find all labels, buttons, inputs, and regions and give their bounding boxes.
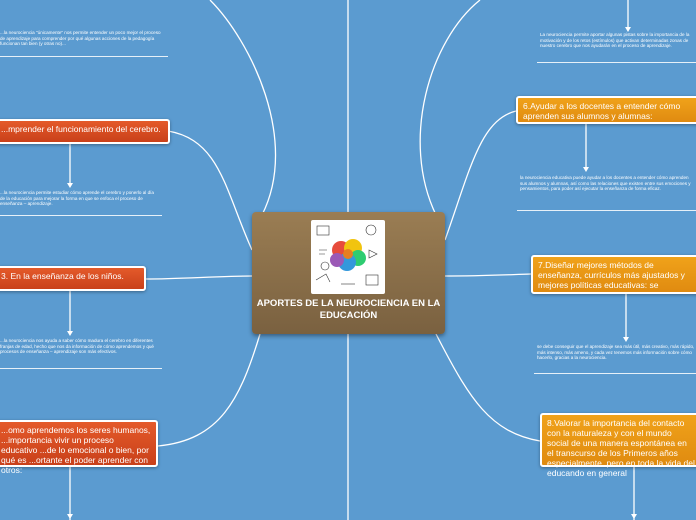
left-note-1: ...la neurociencia "únicamente" nos perm…: [0, 30, 161, 47]
branch-label: ...mprender el funcionamiento del cerebr…: [1, 124, 161, 134]
left-note-3-divider: [0, 368, 162, 369]
left-note-2-divider: [0, 215, 162, 216]
branch-label: 3. En la enseñanza de los niños.: [1, 271, 124, 281]
branch-ensenanza-ninos[interactable]: 3. En la enseñanza de los niños.: [0, 266, 146, 291]
branch-label: ...omo aprendemos los seres humanos, ...…: [1, 425, 151, 475]
right-note-2: la neurociencia educativa puede ayudar a…: [520, 175, 691, 192]
right-note-2-divider: [517, 210, 696, 211]
branch-ayudar-docentes[interactable]: 6.Ayudar a los docentes a entender cómo …: [516, 96, 696, 124]
right-note-3: se debe conseguir que el aprendizaje sea…: [537, 344, 695, 361]
brain-illustration: [311, 220, 385, 294]
branch-como-aprendemos[interactable]: ...omo aprendemos los seres humanos, ...…: [0, 420, 158, 475]
central-topic[interactable]: APORTES DE LA NEUROCIENCIA EN LA EDUCACI…: [252, 212, 445, 334]
branch-label: 6.Ayudar a los docentes a entender cómo …: [523, 101, 681, 121]
left-note-1-divider: [0, 56, 168, 57]
branch-valorar-naturaleza[interactable]: 8.Valorar la importancia del contacto co…: [540, 413, 696, 478]
branch-disenar-metodos[interactable]: 7.Diseñar mejores métodos de enseñanza, …: [531, 255, 696, 294]
left-note-3: ...la neurociencia nos ayuda a saber cóm…: [0, 338, 154, 355]
central-title: APORTES DE LA NEUROCIENCIA EN LA EDUCACI…: [256, 298, 441, 321]
left-note-2: ...la neurociencia permite estudiar cómo…: [0, 190, 154, 207]
right-note-3-divider: [534, 373, 696, 374]
branch-label: 7.Diseñar mejores métodos de enseñanza, …: [538, 260, 685, 290]
right-note-1: La neurociencia permite aportar algunas …: [540, 32, 690, 49]
branch-comprender-cerebro[interactable]: ...mprender el funcionamiento del cerebr…: [0, 119, 170, 144]
branch-label: 8.Valorar la importancia del contacto co…: [547, 418, 695, 478]
right-note-1-divider: [537, 62, 696, 63]
